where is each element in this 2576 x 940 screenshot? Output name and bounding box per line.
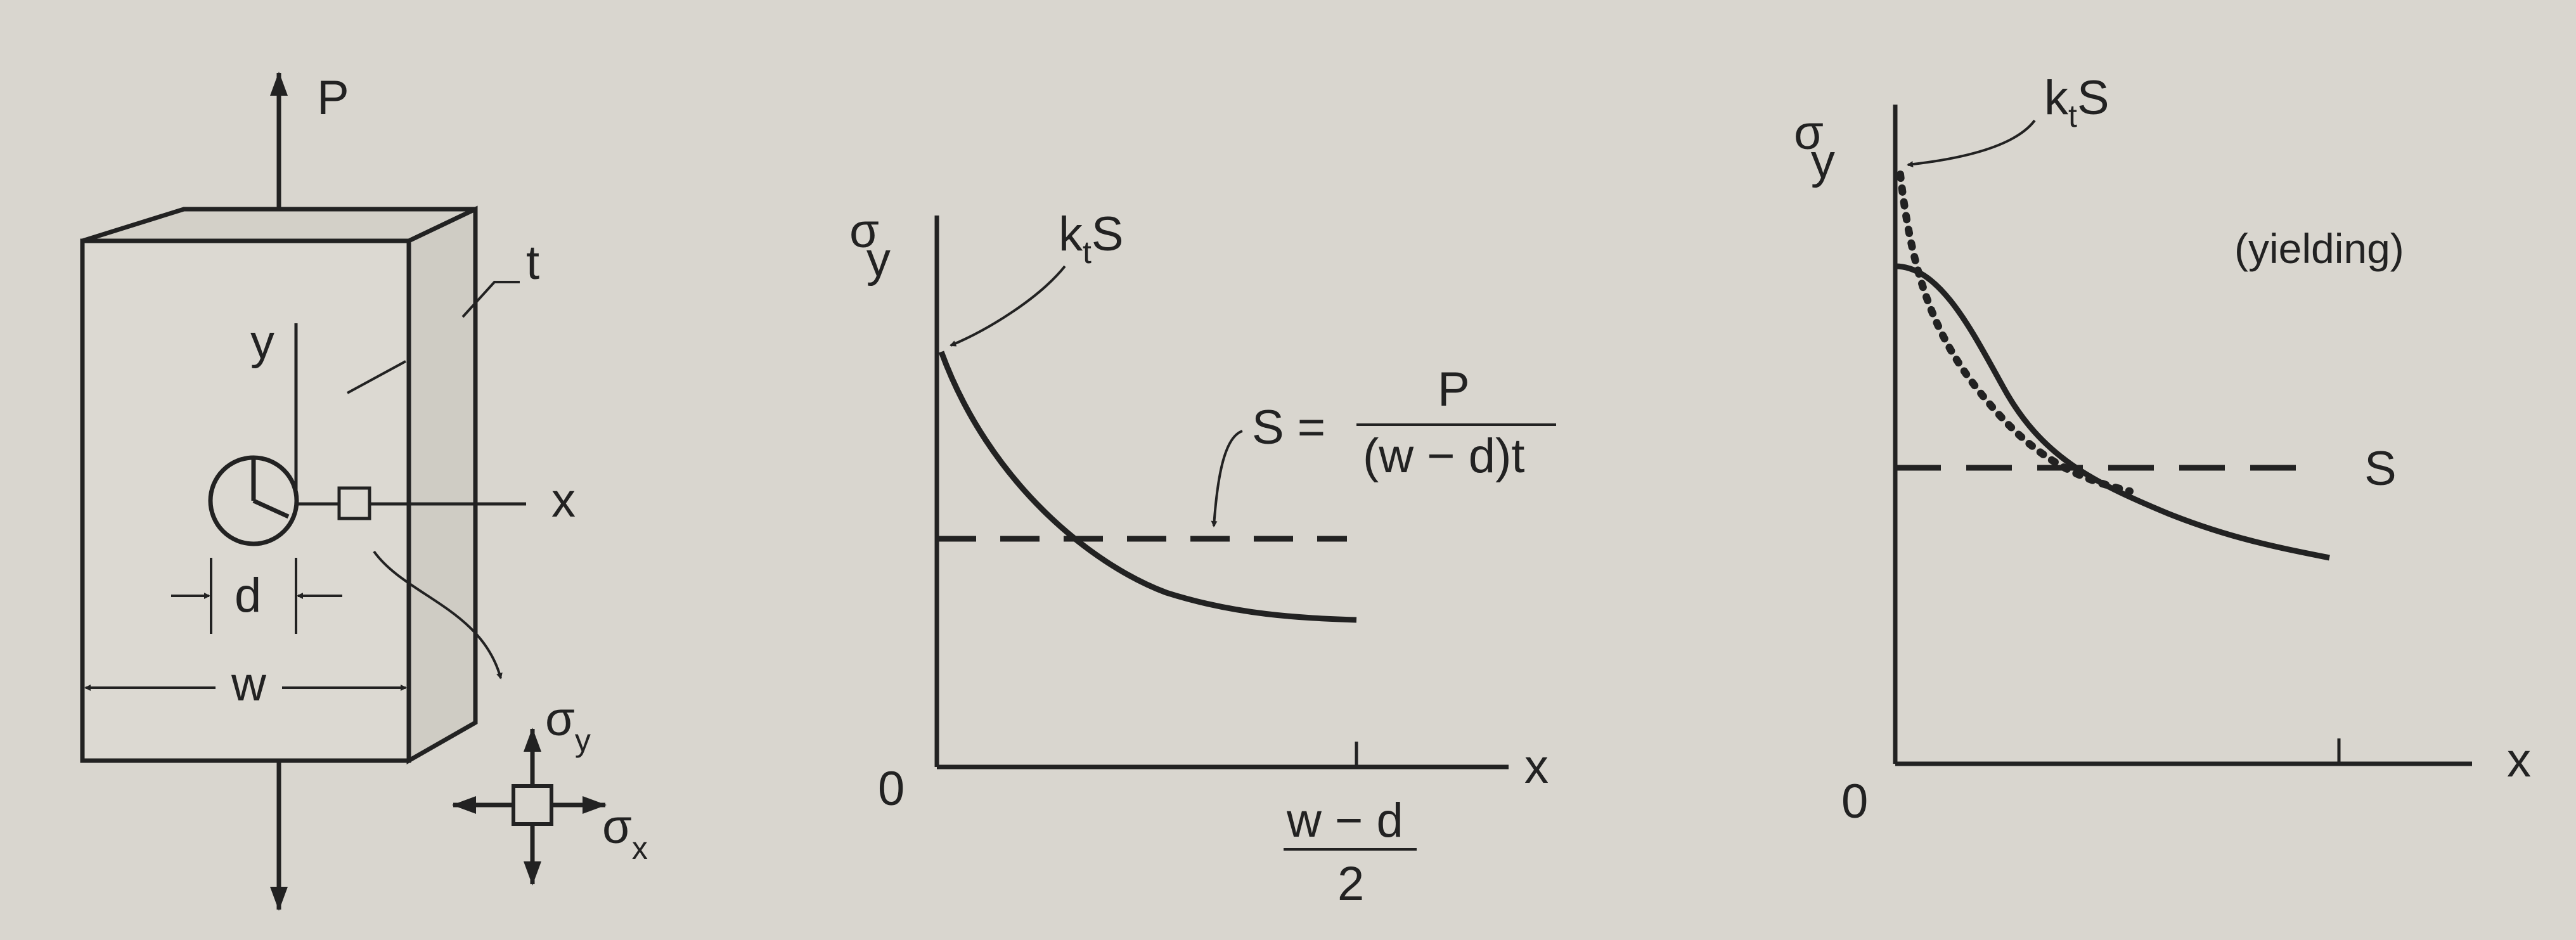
element-leader bbox=[373, 550, 503, 679]
plot2-xlabel: x bbox=[2507, 733, 2531, 787]
plate-diagram bbox=[80, 72, 607, 911]
thickness-label: t bbox=[526, 236, 539, 290]
plot-yielding bbox=[1893, 105, 2472, 766]
plot1-eq-numerator: P bbox=[1438, 363, 1470, 416]
plot1-origin: 0 bbox=[878, 762, 905, 816]
plot1-eq-denominator: (w − d)t bbox=[1363, 429, 1525, 483]
plot-elastic bbox=[934, 216, 1556, 851]
plate-side-face bbox=[406, 205, 478, 765]
plot1-xend-denominator: 2 bbox=[1337, 857, 1364, 911]
plot1-xlabel: x bbox=[1524, 740, 1549, 794]
plot1-eq-leader bbox=[1211, 430, 1243, 527]
stress-element-square bbox=[512, 784, 553, 826]
plot1-xend-numerator: w − d bbox=[1286, 794, 1403, 847]
sigma-x-label: σx bbox=[602, 800, 648, 866]
hole-diameter-label: d bbox=[235, 569, 261, 622]
plate-y-label: y bbox=[250, 315, 274, 369]
width-label: w bbox=[231, 657, 267, 711]
plot1-eq-lhs: S = bbox=[1252, 401, 1325, 454]
plate-labels: P t y x d w σy σx bbox=[231, 71, 648, 866]
hole-radius-line-2 bbox=[252, 498, 290, 519]
y-leader bbox=[347, 360, 406, 394]
plot2-peak-label: ktS bbox=[2044, 71, 2109, 134]
plot2-peak-leader bbox=[1907, 119, 2036, 168]
plot2-yielding-curve bbox=[1895, 263, 2330, 561]
plot2-origin: 0 bbox=[1841, 775, 1868, 828]
plot1-peak-label: ktS bbox=[1059, 207, 1124, 270]
thickness-leader bbox=[461, 281, 520, 318]
sigma-y-label: σy bbox=[545, 692, 591, 758]
plot1-stress-curve bbox=[938, 351, 1357, 623]
plot1-peak-leader bbox=[950, 265, 1066, 347]
plot2-elastic-dotted-curve bbox=[1897, 171, 2134, 495]
plate-x-label: x bbox=[551, 473, 576, 527]
plot2-dashed-label: S bbox=[2364, 442, 2397, 496]
stress-point-square bbox=[337, 486, 371, 520]
load-label: P bbox=[317, 71, 349, 125]
plot2-note: (yielding) bbox=[2234, 225, 2404, 272]
